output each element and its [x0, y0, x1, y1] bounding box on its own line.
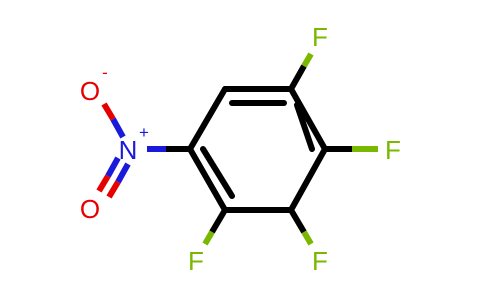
bond-n-o-bottom-1-colored: [96, 174, 111, 193]
atom-f-right: F: [385, 135, 401, 165]
substituent-bonds: [96, 52, 378, 246]
ring-bond-top-right: [288, 86, 328, 152]
atom-f-bottom-right: F: [312, 246, 328, 276]
ring-bond-bottom-left: [187, 146, 228, 213]
bond-c-f-bottom-right-colored: [301, 230, 314, 246]
charge-labels: + -: [102, 63, 149, 142]
bond-n-o-bottom-2-colored: [106, 180, 121, 199]
bond-c-f-top-colored: [301, 52, 314, 68]
charge-n-plus: +: [139, 123, 149, 142]
ring-bond-bottom-right: [288, 146, 328, 213]
bond-n-o-bottom-1: [105, 156, 121, 178]
atom-o-bottom: O: [80, 194, 100, 224]
bond-c-f-bottom-left: [209, 208, 228, 234]
atom-labels: F F F F N O O: [80, 22, 401, 276]
ring-bond-top-left: [187, 86, 228, 152]
bond-c-f-bottom-right: [288, 208, 307, 234]
atom-f-top: F: [312, 22, 328, 52]
charge-o-minus: -: [102, 63, 108, 82]
bond-c-f-bottom-left-colored: [202, 230, 215, 246]
atom-f-bottom-left: F: [188, 246, 204, 276]
atom-o-top: O: [80, 76, 100, 106]
bond-n-o-top: [110, 117, 126, 139]
ring-double-inner-bottom-left: [200, 146, 235, 199]
ring-double-inner-right-b: [294, 102, 315, 152]
bond-n-o-bottom-2: [115, 162, 131, 184]
atom-n-nitro: N: [119, 135, 138, 165]
bond-c-f-top: [288, 64, 307, 91]
bond-n-o-top-colored: [101, 102, 116, 121]
benzene-ring: [187, 86, 328, 213]
